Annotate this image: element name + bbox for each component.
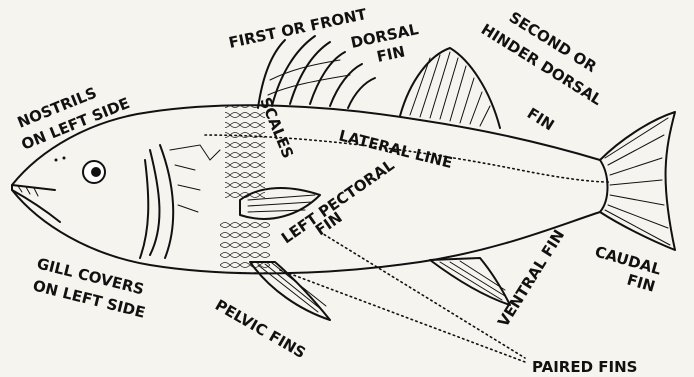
label-paired-fins: PAIRED FINS xyxy=(532,358,637,376)
label-ventral-fin: VENTRAL FIN xyxy=(494,226,568,330)
fish-mouth xyxy=(12,185,60,222)
label-first-dorsal-line1: FIRST OR FRONT xyxy=(227,5,369,52)
gill-cover-lines xyxy=(140,145,173,258)
label-second-dorsal-line3: FIN xyxy=(524,104,558,134)
fish-body-outline xyxy=(12,105,608,273)
scales-lower-band xyxy=(220,220,270,280)
caudal-fin xyxy=(600,112,675,250)
label-pelvic-fins: PELVIC FINS xyxy=(212,296,309,362)
label-lateral-line: LATERAL LINE xyxy=(337,126,454,172)
label-left-pectoral-line1: LEFT PECTORAL xyxy=(278,156,398,248)
scales-upper-band xyxy=(225,105,265,200)
